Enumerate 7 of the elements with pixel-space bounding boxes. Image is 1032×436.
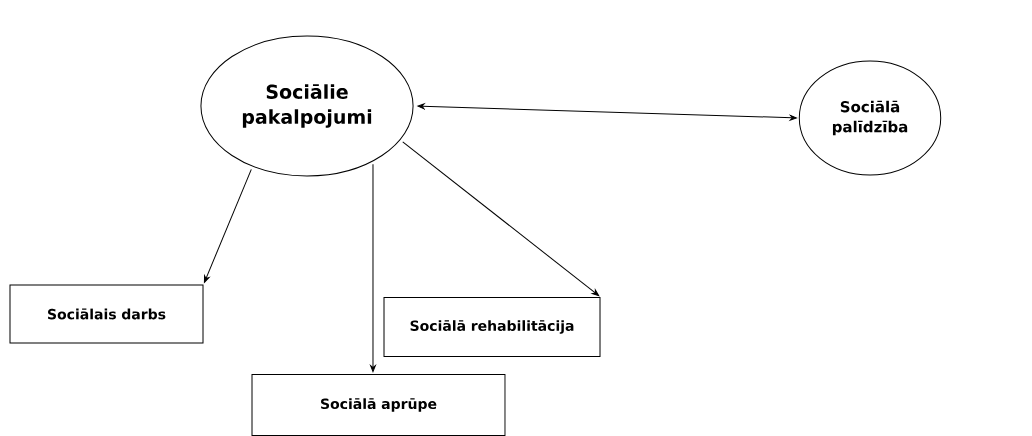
- service-box: Sociālā rehabilitācija: [383, 297, 601, 357]
- service-box: Sociālais darbs: [9, 284, 204, 344]
- service-box: Sociālā aprūpe: [251, 374, 506, 436]
- arrow: [370, 163, 376, 373]
- arrow: [203, 168, 252, 283]
- arrow: [417, 103, 797, 121]
- arrow: [402, 141, 600, 297]
